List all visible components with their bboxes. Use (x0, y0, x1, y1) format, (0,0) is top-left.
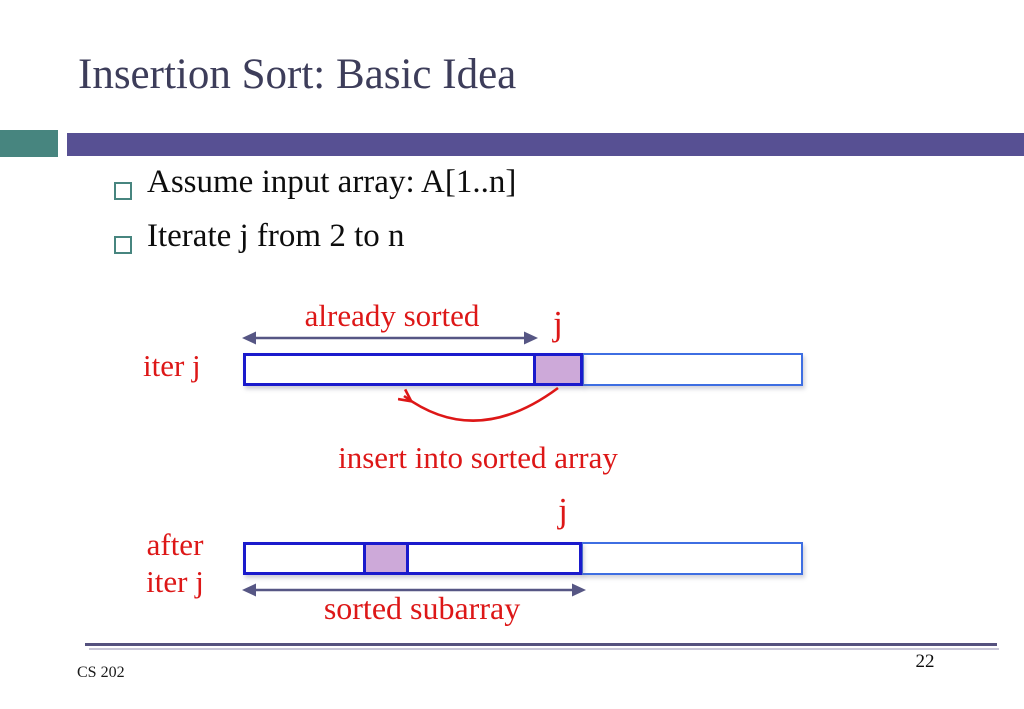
after-label-line1: after (146, 527, 204, 562)
page-number: 22 (915, 651, 935, 672)
square-bullet-icon (114, 182, 132, 200)
footer-divider-shadow (89, 648, 999, 650)
accent-bar-purple (67, 133, 1024, 156)
after-label-line2: iter j (146, 564, 204, 599)
array-sorted-region (243, 353, 583, 386)
bullet-item: Iterate j from 2 to n (114, 218, 405, 255)
after-iter-j-row-label: after iter j (136, 526, 214, 600)
iter-j-row-label: iter j (143, 348, 201, 383)
already-sorted-label: already sorted (304, 298, 480, 333)
j-pointer-label-top: j (553, 304, 563, 343)
footer-divider-line (85, 643, 997, 646)
array-unsorted-region (582, 353, 803, 386)
array-sorted-region (243, 542, 582, 575)
j-pointer-label-bottom: j (558, 491, 568, 530)
curved-insert-arrow-icon (388, 386, 559, 422)
bullet-text: Assume input array: A[1..n] (147, 164, 517, 200)
accent-bar-teal (0, 130, 58, 157)
slide-title: Insertion Sort: Basic Idea (78, 51, 517, 98)
array-unsorted-region (581, 542, 803, 575)
current-element-cell (533, 353, 583, 386)
inserted-element-cell (363, 542, 409, 575)
footer-course-label: CS 202 (77, 664, 125, 681)
bullet-text: Iterate j from 2 to n (147, 218, 405, 254)
insert-into-sorted-array-label: insert into sorted array (338, 440, 618, 475)
double-arrow-icon (242, 331, 538, 345)
double-arrow-icon (242, 583, 586, 597)
sorted-subarray-label: sorted subarray (323, 590, 521, 626)
bullet-item: Assume input array: A[1..n] (114, 164, 516, 201)
square-bullet-icon (114, 236, 132, 254)
